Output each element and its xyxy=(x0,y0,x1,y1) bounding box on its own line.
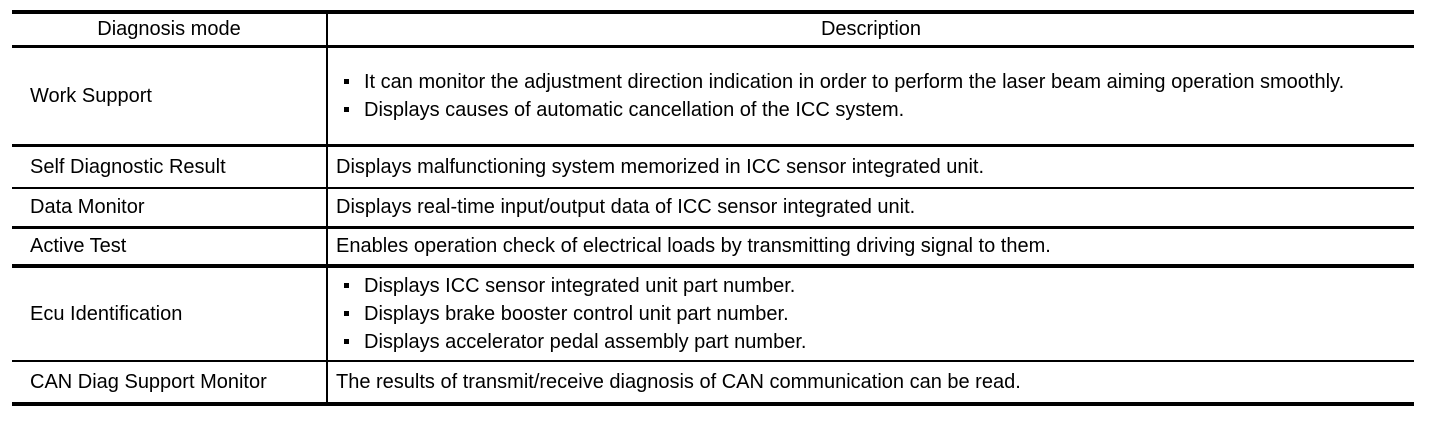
description-bullet-list: Displays ICC sensor integrated unit part… xyxy=(336,272,1406,356)
bullet-icon xyxy=(344,283,349,288)
bullet-text: Displays causes of automatic cancellatio… xyxy=(364,98,905,121)
bullet-item: Displays causes of automatic cancellatio… xyxy=(336,96,1406,124)
table-row-active-test: Active Test Enables operation check of e… xyxy=(12,227,1414,266)
table-row-can-diag-support-monitor: CAN Diag Support Monitor The results of … xyxy=(12,361,1414,404)
bullet-item: Displays ICC sensor integrated unit part… xyxy=(336,272,1406,300)
bullet-item: It can monitor the adjustment direction … xyxy=(336,68,1406,96)
diagnosis-mode-table: Diagnosis mode Description Work Support … xyxy=(12,10,1414,406)
table-row-self-diagnostic-result: Self Diagnostic Result Displays malfunct… xyxy=(12,145,1414,188)
bullet-item: Displays brake booster control unit part… xyxy=(336,300,1406,328)
column-header-diagnosis-mode: Diagnosis mode xyxy=(12,12,328,46)
bullet-icon xyxy=(344,311,349,316)
diagnosis-mode-cell: Ecu Identification xyxy=(12,266,328,361)
bullet-text: It can monitor the adjustment direction … xyxy=(364,70,1345,93)
description-cell: The results of transmit/receive diagnosi… xyxy=(336,371,1021,393)
diagnosis-mode-cell: Data Monitor xyxy=(12,188,328,227)
bullet-icon xyxy=(344,339,349,344)
table-row-ecu-identification: Ecu Identification Displays ICC sensor i… xyxy=(12,266,1414,361)
description-cell: Enables operation check of electrical lo… xyxy=(336,235,1051,258)
bullet-item: Displays accelerator pedal assembly part… xyxy=(336,328,1406,356)
bullet-text: Displays brake booster control unit part… xyxy=(364,303,789,325)
bullet-icon xyxy=(344,78,349,84)
diagnosis-mode-cell: Self Diagnostic Result xyxy=(12,145,328,188)
column-header-description: Description xyxy=(820,18,922,41)
table-row-data-monitor: Data Monitor Displays real-time input/ou… xyxy=(12,188,1414,227)
description-cell: Displays malfunctioning system memorized… xyxy=(336,155,985,178)
table-header-row: Diagnosis mode Description xyxy=(12,12,1414,46)
description-bullet-list: It can monitor the adjustment direction … xyxy=(336,68,1406,124)
description-cell: Displays real-time input/output data of … xyxy=(336,196,916,219)
diagnosis-mode-cell: CAN Diag Support Monitor xyxy=(12,361,328,404)
description-cell: It can monitor the adjustment direction … xyxy=(327,46,1414,145)
description-cell: Displays ICC sensor integrated unit part… xyxy=(327,266,1414,361)
diagnosis-mode-cell: Work Support xyxy=(12,46,328,145)
diagnosis-mode-cell: Active Test xyxy=(12,227,328,266)
bullet-text: Displays accelerator pedal assembly part… xyxy=(364,331,807,353)
bullet-text: Displays ICC sensor integrated unit part… xyxy=(364,275,796,297)
table-row-work-support: Work Support It can monitor the adjustme… xyxy=(12,46,1414,145)
bullet-icon xyxy=(344,106,349,112)
